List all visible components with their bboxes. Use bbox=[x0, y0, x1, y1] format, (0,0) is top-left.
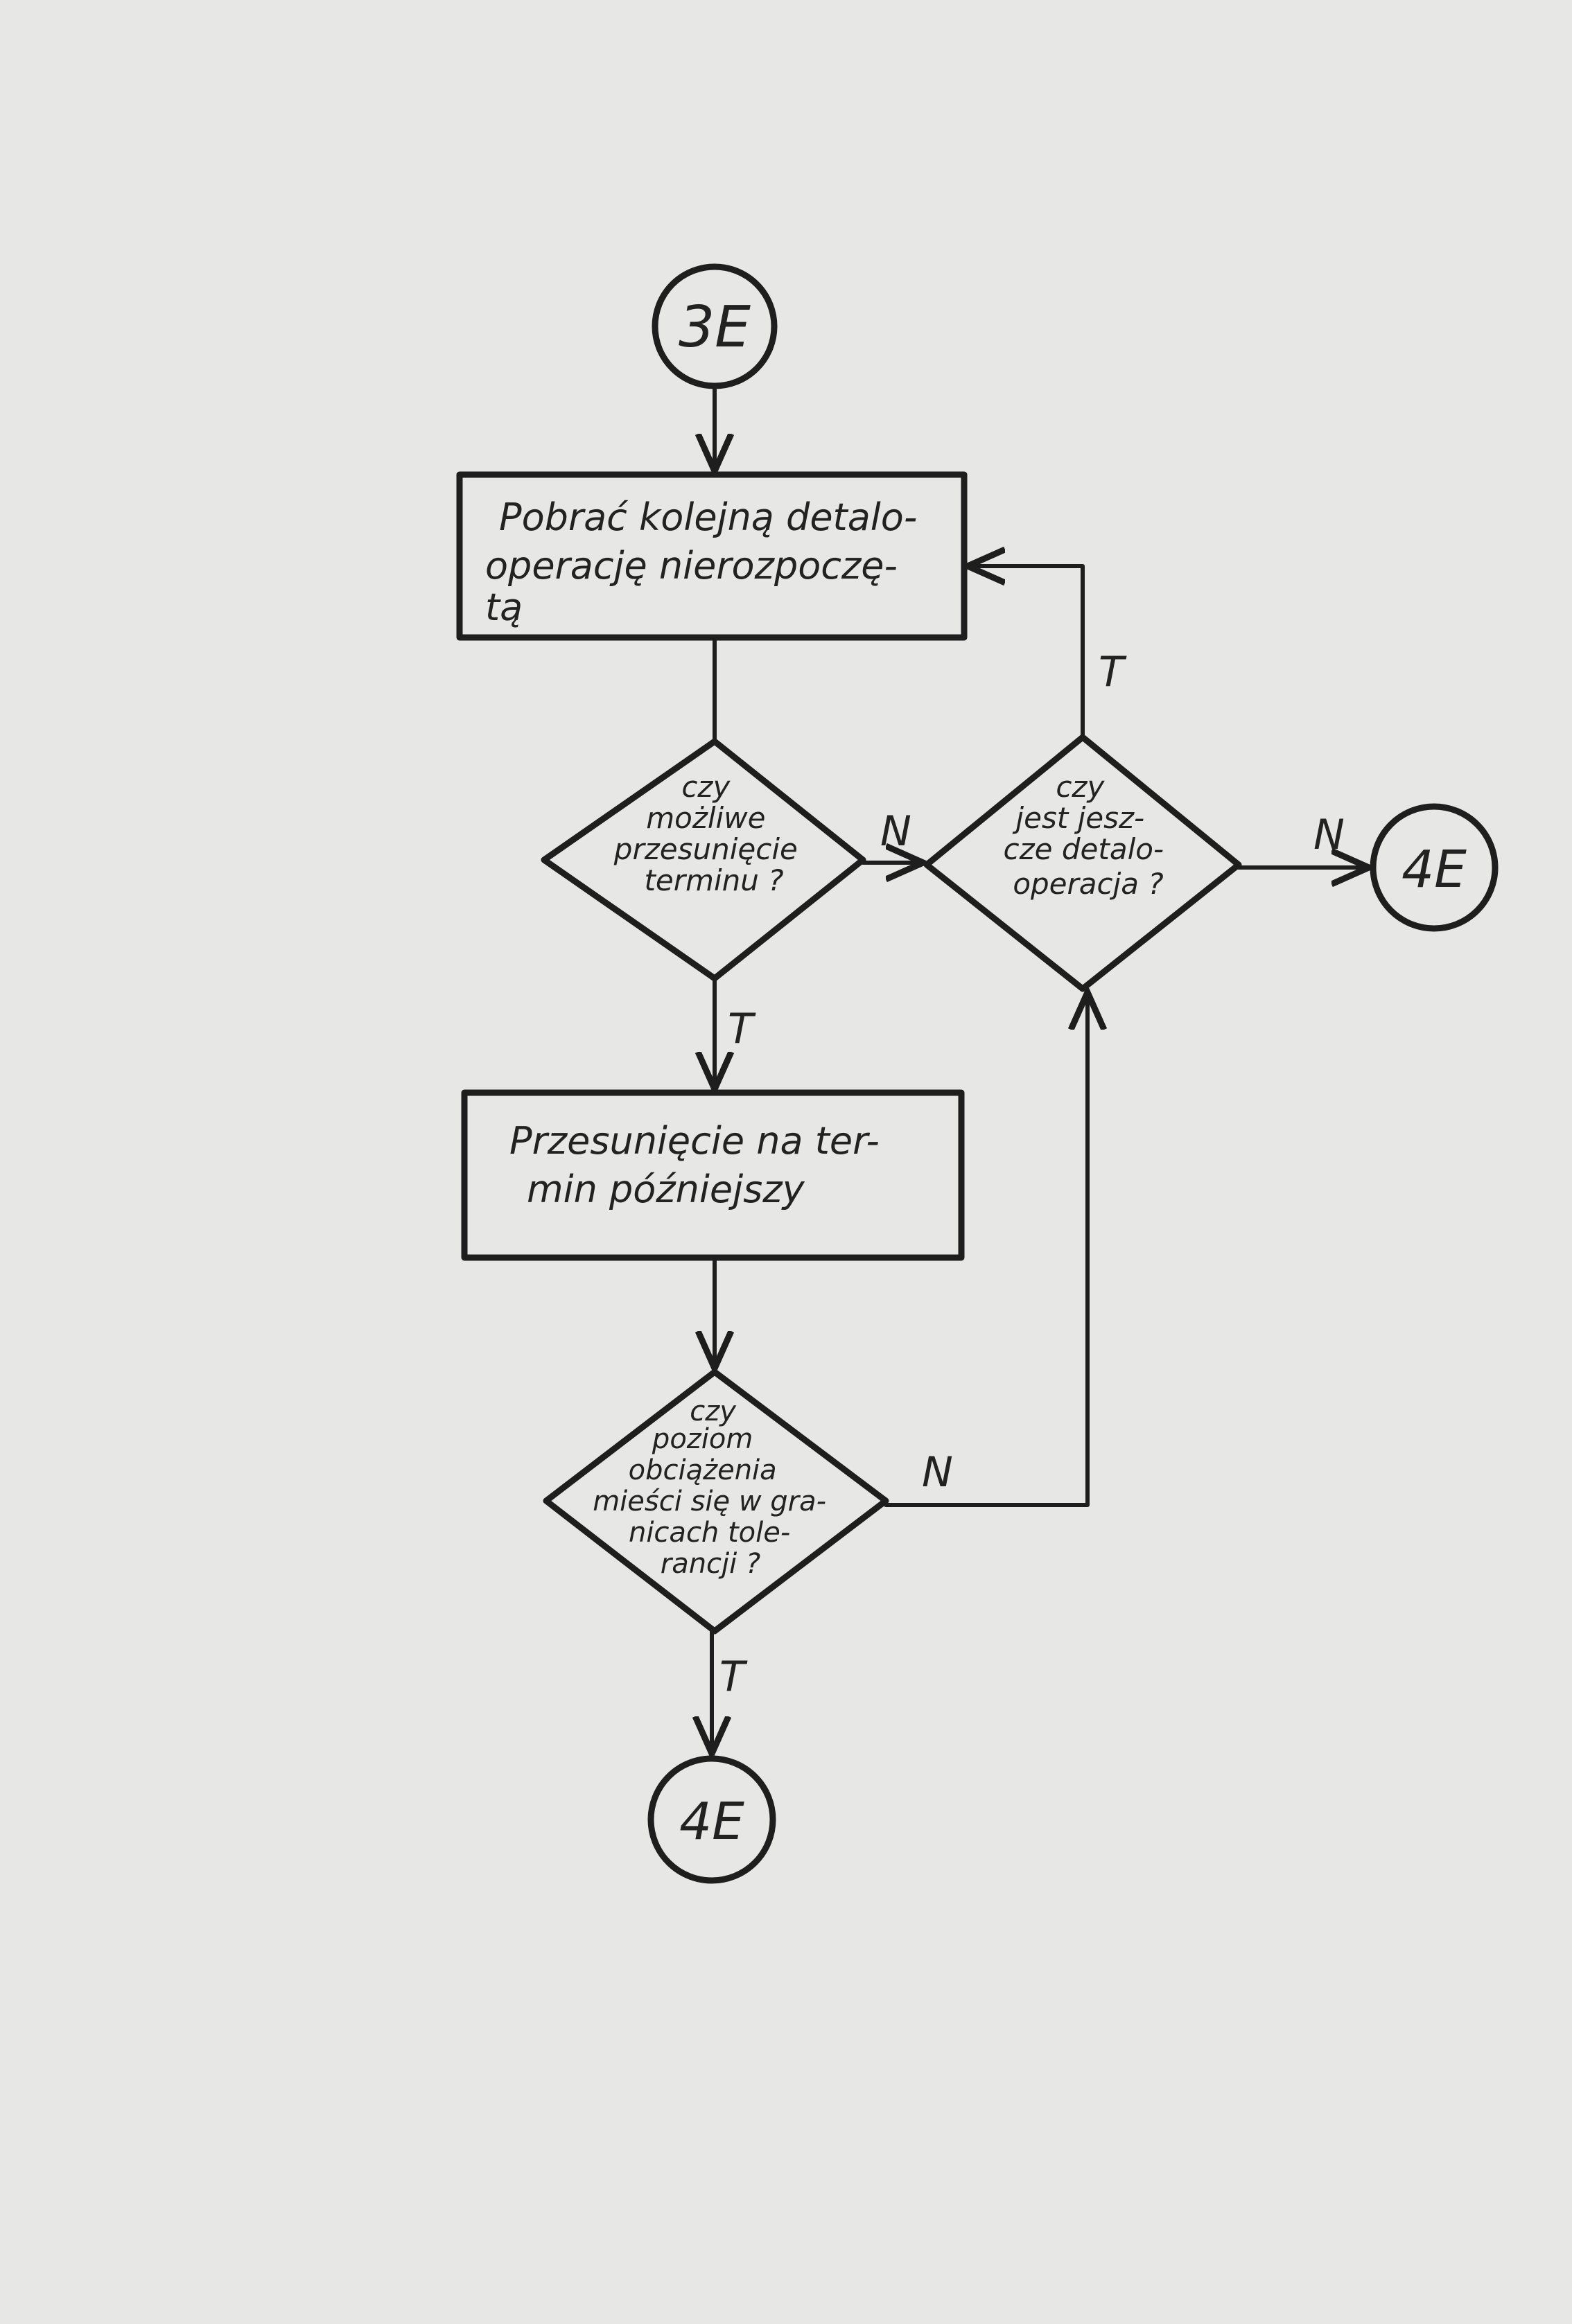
arrow-d3-no bbox=[884, 992, 1088, 1507]
label-d2-yes: T bbox=[1099, 648, 1127, 696]
decision-more-operations: czy jest jesz- cze detalo- operacja ? bbox=[923, 734, 1242, 992]
decision-text: czy jest jesz- cze detalo- operacja ? bbox=[1004, 770, 1173, 901]
label-d3-no: N bbox=[922, 1448, 953, 1497]
label-d1-no: N bbox=[880, 807, 911, 856]
end-connector-bottom: 4E bbox=[647, 1755, 776, 1884]
label-d3-yes: T bbox=[719, 1653, 748, 1701]
label-d1-yes: T bbox=[728, 1005, 756, 1053]
decision-text: czy poziom obciążenia mieści się w gra- … bbox=[593, 1396, 835, 1580]
process-text: Przesunięcie na ter- min późniejszy bbox=[509, 1119, 891, 1211]
decision-load-within-tolerance: czy poziom obciążenia mieści się w gra- … bbox=[543, 1368, 889, 1635]
process-text: Pobrać kolejną detalo- operację nierozpo… bbox=[485, 495, 929, 629]
connector-label: 3E bbox=[679, 294, 751, 360]
connector-label: 4E bbox=[1401, 840, 1467, 899]
process-shift-to-later-date: Przesunięcie na ter- min późniejszy bbox=[461, 1089, 965, 1261]
connector-label: 4E bbox=[679, 1792, 744, 1851]
end-connector-right: 4E bbox=[1370, 803, 1499, 932]
process-fetch-next-operation: Pobrać kolejną detalo- operację nierozpo… bbox=[456, 471, 968, 641]
arrow-d2-yes-loop bbox=[968, 566, 1085, 739]
start-connector: 3E bbox=[652, 263, 778, 389]
label-d2-no: N bbox=[1313, 811, 1345, 859]
decision-can-shift-deadline: czy możliwe przesunięcie terminu ? bbox=[541, 738, 866, 982]
decision-text: czy możliwe przesunięcie terminu ? bbox=[613, 770, 807, 897]
